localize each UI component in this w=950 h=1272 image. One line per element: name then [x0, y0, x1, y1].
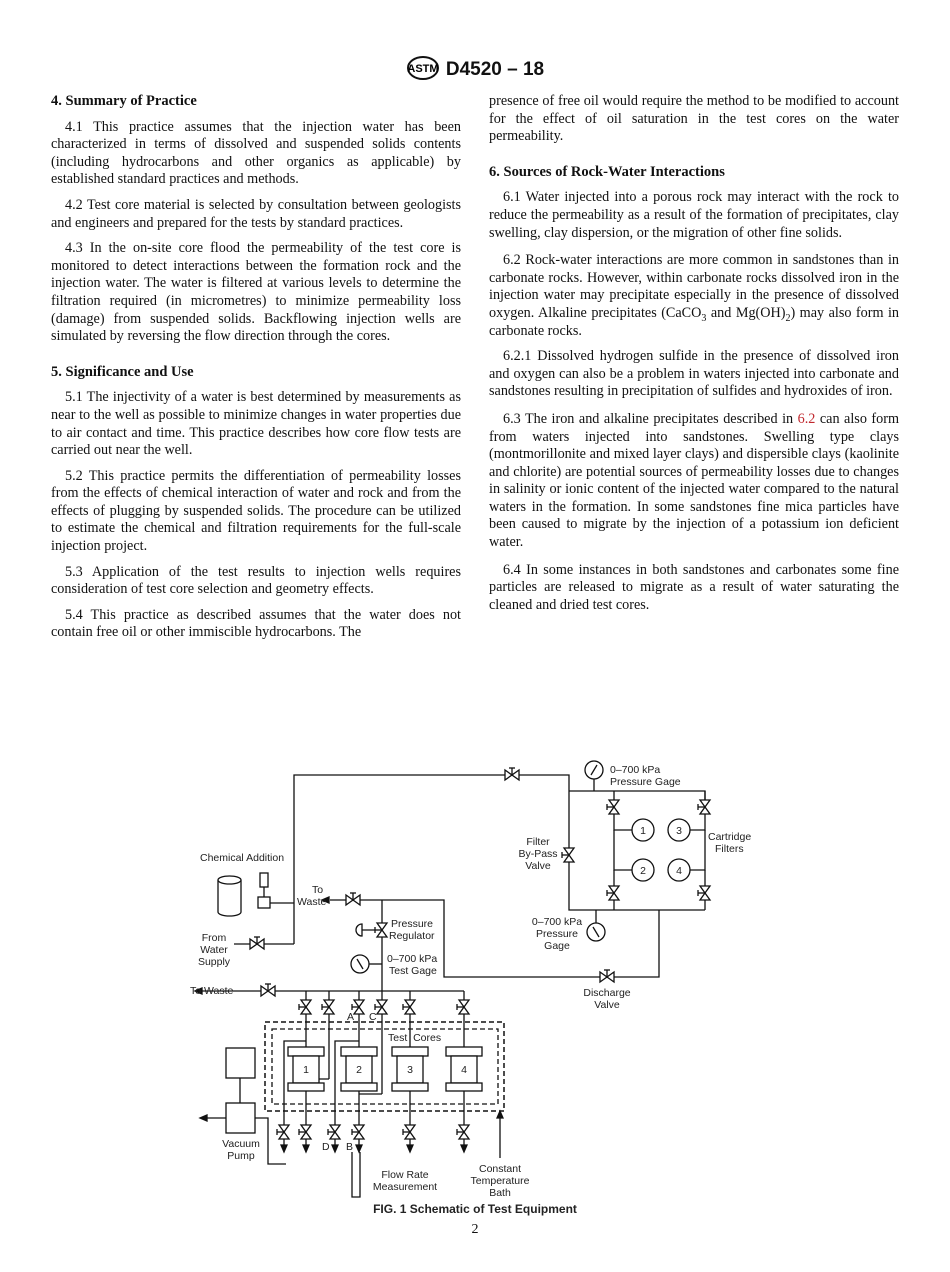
label: Vacuum [222, 1138, 260, 1150]
subscript: 2 [785, 312, 791, 324]
label: A [347, 1011, 354, 1023]
core-number: 4 [461, 1064, 467, 1076]
label: Water [200, 944, 228, 956]
label: Constant [479, 1163, 521, 1175]
filter-number: 4 [676, 865, 682, 877]
label: Valve [525, 860, 551, 872]
svg-text:ASTM: ASTM [407, 63, 438, 75]
label: Chemical Addition [200, 852, 284, 864]
filter-number: 3 [676, 825, 682, 837]
label: Discharge [583, 987, 630, 999]
label: Valve [594, 999, 620, 1011]
core-number: 1 [303, 1064, 309, 1076]
label: Flow Rate [381, 1169, 428, 1181]
label: C [369, 1011, 377, 1023]
page-number: 2 [471, 1222, 479, 1237]
section-5-heading: 5. Significance and Use [51, 363, 194, 380]
subscript: 3 [701, 312, 707, 324]
para-5-4-continued: presence of free oil would require the m… [489, 93, 899, 145]
designation: D4520 – 18 [445, 59, 545, 80]
label: Filters [715, 843, 744, 855]
para-6-2: 6.2 Rock-water interactions are more com… [489, 252, 899, 340]
label: Measurement [373, 1181, 437, 1193]
para-6-4: 6.4 In some instances in both sandstones… [489, 561, 899, 613]
label: Waste [297, 896, 327, 908]
right-column: presence of free oil would require the m… [489, 93, 899, 622]
text: can also form from waters injected into … [489, 410, 900, 551]
label: 0–700 kPa [532, 916, 582, 928]
label: Temperature [471, 1175, 530, 1187]
label: Gage [544, 940, 570, 952]
para-4-2: 4.2 Test core material is selected by co… [51, 196, 461, 231]
label: To Waste [190, 985, 234, 997]
label: Filter [526, 836, 550, 848]
para-6-3: 6.3 The iron and alkaline precipitates d… [489, 411, 899, 552]
para-6-2-1: 6.2.1 Dissolved hydrogen sulfide in the … [489, 348, 899, 400]
label: Pressure [536, 928, 578, 940]
para-4-3: 4.3 In the on-site core flood the permea… [51, 240, 461, 345]
section-6-2-link[interactable]: 6.2 [797, 410, 816, 427]
label: Pressure [391, 918, 433, 930]
filter-number: 2 [640, 865, 646, 877]
para-5-3: 5.3 Application of the test results to i… [51, 563, 461, 598]
label: Pressure Gage [610, 776, 681, 788]
para-5-2: 5.2 This practice permits the differenti… [51, 467, 461, 555]
text: 6.2 Rock-water interactions are more com… [489, 252, 899, 321]
core-number: 2 [356, 1064, 362, 1076]
label: D [322, 1141, 330, 1153]
para-5-1: 5.1 The injectivity of a water is best d… [51, 389, 461, 459]
label: Cartridge [708, 831, 751, 843]
filter-number: 1 [640, 825, 646, 837]
label: Bath [489, 1187, 511, 1199]
figure-caption: FIG. 1 Schematic of Test Equipment [373, 1202, 577, 1216]
text: ) may also form in carbonate rocks. [489, 304, 899, 339]
para-6-1: 6.1 Water injected into a porous rock ma… [489, 189, 899, 241]
label: Pump [227, 1150, 255, 1162]
label: Supply [198, 956, 231, 968]
label: Regulator [389, 930, 435, 942]
label: 0–700 kPa [387, 953, 437, 965]
core-number: 3 [407, 1064, 413, 1076]
cartridge-filters [631, 818, 691, 882]
label: Test Cores [388, 1032, 441, 1044]
label: From [202, 932, 227, 944]
para-4-1: 4.1 This practice assumes that the injec… [51, 118, 461, 188]
section-4-heading: 4. Summary of Practice [51, 93, 197, 109]
page-header: ASTM D4520 – 18 [0, 56, 950, 81]
label: 0–700 kPa [610, 764, 660, 776]
left-column: 4. Summary of Practice 4.1 This practice… [51, 93, 461, 650]
label: B [346, 1141, 353, 1153]
text: 6.3 The iron and alkaline precipitates d… [503, 410, 798, 427]
section-6-heading: 6. Sources of Rock-Water Interactions [489, 163, 725, 180]
label: Test Gage [389, 965, 437, 977]
label: By-Pass [518, 848, 557, 860]
astm-logo-icon: ASTM [406, 56, 439, 80]
para-5-4: 5.4 This practice as described assumes t… [51, 606, 461, 641]
test-cores [287, 1046, 483, 1145]
text: and Mg(OH) [706, 304, 786, 321]
label: To [312, 884, 323, 896]
